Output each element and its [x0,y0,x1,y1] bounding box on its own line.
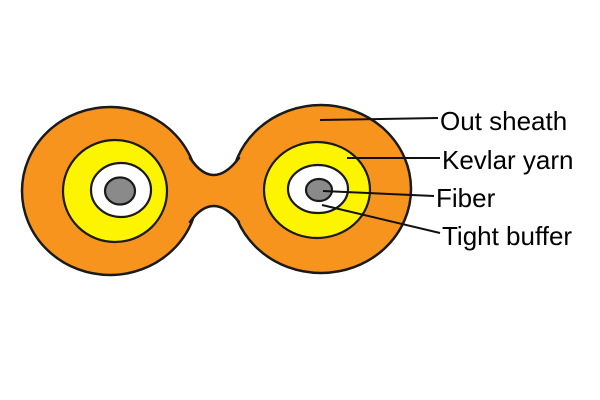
cable-web-fill [190,158,239,222]
left-fiber-core [103,176,137,206]
label-tight-buffer: Tight buffer [442,221,573,251]
cable-web-top-edge [188,156,241,177]
fiber-leader-line [322,190,435,197]
label-fiber: Fiber [436,183,496,213]
label-out-sheath: Out sheath [440,106,568,136]
tight-buffer-leader-line [321,204,441,234]
label-kevlar-yarn: Kevlar yarn [442,145,574,175]
cable-web-bottom-edge [188,204,241,224]
right-fiber-core [304,177,334,203]
out-sheath-leader-line [319,117,439,121]
